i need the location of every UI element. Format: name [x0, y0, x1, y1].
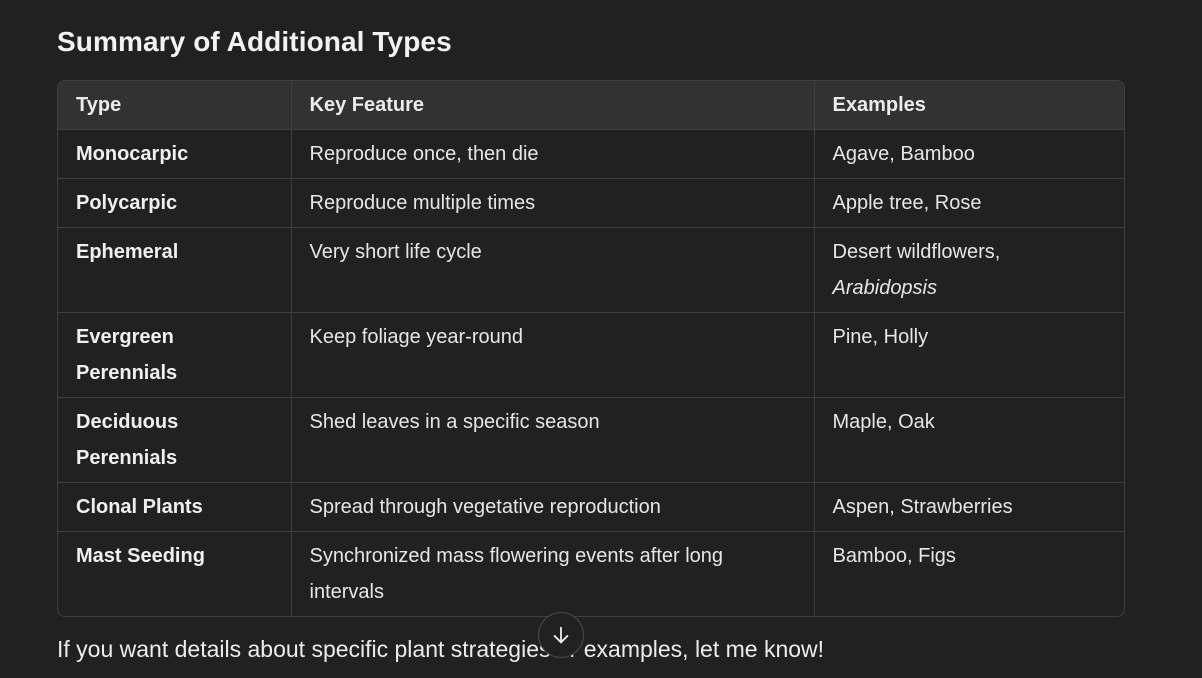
type-text: Deciduous	[76, 411, 179, 433]
table-row: Clonal Plants Spread through vegetative …	[58, 482, 1124, 532]
examples-cell: Desert wildflowers, Arabidopsis	[813, 227, 1124, 313]
type-cell: Mast Seeding	[58, 531, 291, 616]
feature-cell: Very short life cycle	[290, 227, 814, 313]
scroll-to-bottom-button[interactable]	[538, 612, 584, 658]
type-text: Perennials	[76, 447, 178, 469]
examples-text: Desert wildflowers,	[832, 241, 1001, 263]
table-row: Deciduous Perennials Shed leaves in a sp…	[58, 397, 1124, 483]
table-header-row: Type Key Feature Examples	[58, 81, 1124, 130]
examples-cell: Apple tree, Rose	[813, 178, 1124, 228]
examples-cell: Aspen, Strawberries	[813, 482, 1124, 532]
column-header-key-feature: Key Feature	[290, 81, 814, 130]
arrow-down-icon	[553, 626, 569, 644]
table-row: Polycarpic Reproduce multiple times Appl…	[58, 178, 1124, 228]
feature-cell: Reproduce once, then die	[290, 129, 814, 179]
table-row: Ephemeral Very short life cycle Desert w…	[58, 227, 1124, 313]
feature-cell: Spread through vegetative reproduction	[290, 482, 814, 532]
feature-cell: Keep foliage year-round	[290, 312, 814, 398]
type-text: Evergreen	[76, 326, 174, 348]
type-cell: Evergreen Perennials	[58, 312, 291, 398]
type-cell: Clonal Plants	[58, 482, 291, 532]
summary-table: Type Key Feature Examples Monocarpic Rep…	[57, 80, 1125, 617]
feature-text: Synchronized mass flowering events after…	[309, 545, 724, 567]
table-row: Monocarpic Reproduce once, then die Agav…	[58, 129, 1124, 179]
feature-cell: Reproduce multiple times	[290, 178, 814, 228]
examples-cell: Pine, Holly	[813, 312, 1124, 398]
examples-text-italic: Arabidopsis	[832, 277, 938, 299]
type-cell: Monocarpic	[76, 143, 189, 165]
section-heading: Summary of Additional Types	[57, 26, 452, 57]
feature-cell: Synchronized mass flowering events after…	[290, 531, 814, 616]
closing-message: If you want details about specific plant…	[57, 636, 825, 662]
examples-cell: Bamboo, Figs	[813, 531, 1124, 616]
feature-text: intervals	[309, 581, 384, 603]
column-header-type: Type	[58, 81, 291, 130]
type-cell: Ephemeral	[58, 227, 291, 313]
examples-cell: Maple, Oak	[813, 397, 1124, 483]
table-row: Evergreen Perennials Keep foliage year-r…	[58, 312, 1124, 398]
type-cell: Polycarpic	[58, 178, 291, 228]
examples-cell: Agave, Bamboo	[813, 129, 1124, 179]
type-text: Perennials	[76, 362, 178, 384]
table-row: Mast Seeding Synchronized mass flowering…	[58, 531, 1124, 616]
feature-cell: Shed leaves in a specific season	[290, 397, 814, 483]
column-header-examples: Examples	[813, 81, 1124, 130]
type-cell: Deciduous Perennials	[58, 397, 291, 483]
